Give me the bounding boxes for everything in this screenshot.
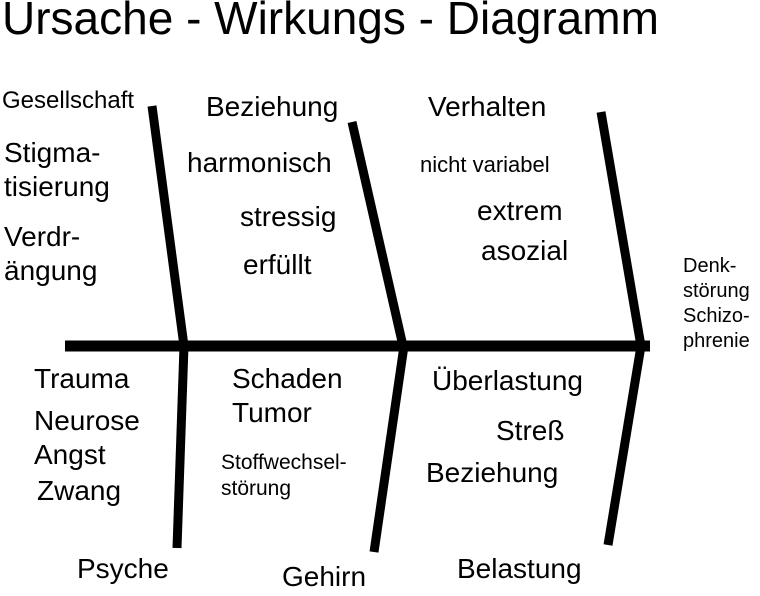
cause-stigmatisierung: Stigma- tisierung	[4, 137, 110, 203]
bone-beziehung	[347, 121, 408, 347]
category-label-psyche: Psyche	[77, 553, 169, 584]
cause-beziehung: Beziehung	[426, 457, 559, 488]
cause-ueberlastung: Überlastung	[432, 365, 583, 396]
bone-gehirn	[369, 345, 409, 553]
cause-zwang: Zwang	[37, 475, 122, 506]
bone-verhalten	[596, 111, 646, 347]
effect-label: Denk- störung Schizo- phrenie	[683, 255, 750, 352]
cause-verdraengung: Verdr- ängung	[4, 221, 98, 287]
category-label-belastung: Belastung	[457, 553, 582, 584]
cause-harmonisch: harmonisch	[187, 147, 332, 178]
cause-stressig: stressig	[240, 201, 337, 232]
category-label-gesellschaft: Gesellschaft	[2, 87, 135, 114]
cause-trauma: Trauma	[34, 363, 130, 394]
cause-schaden-tumor: Schaden Tumor	[232, 363, 343, 428]
cause-asozial: asozial	[481, 235, 569, 266]
cause-erfuellt: erfüllt	[243, 249, 312, 280]
category-label-verhalten: Verhalten	[428, 91, 547, 122]
cause-neurose: Neurose	[34, 405, 140, 436]
cause-stoffwechselstoerung: Stoffwechsel- störung	[221, 451, 347, 501]
page-title: Ursache - Wirkungs - Diagramm	[2, 0, 659, 44]
cause-nicht-variabel: nicht variabel	[420, 152, 550, 177]
category-label-beziehung: Beziehung	[206, 91, 339, 122]
cause-angst: Angst	[34, 439, 106, 470]
bone-belastung	[603, 345, 646, 546]
bone-gesellschaft	[147, 105, 189, 347]
category-label-gehirn: Gehirn	[282, 561, 367, 592]
bone-psyche	[172, 345, 189, 549]
cause-stress: Streß	[496, 415, 565, 446]
cause-extrem: extrem	[477, 195, 563, 226]
